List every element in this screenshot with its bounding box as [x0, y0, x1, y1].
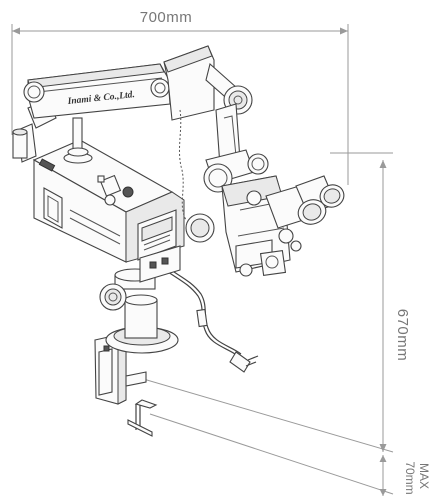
clamp-dimension: MAX 70mm	[149, 413, 431, 496]
coiled-cable	[179, 109, 187, 221]
height-label: 670mm	[394, 309, 411, 362]
table-clamp	[94, 333, 158, 437]
height-dimension: 670mm	[139, 152, 411, 453]
upper-arm-joint	[163, 45, 253, 167]
control-box	[32, 139, 185, 283]
microscope-head	[185, 149, 345, 277]
width-dimension: 700mm	[11, 9, 349, 185]
clamp-label-70mm: 70mm	[403, 461, 417, 494]
clamp-label-max: MAX	[417, 463, 431, 489]
width-label: 700mm	[140, 9, 193, 26]
base-post	[99, 268, 179, 354]
horizontal-arm: Inami & Co.,Ltd.	[23, 63, 171, 119]
power-cord	[167, 269, 259, 373]
light-pole	[63, 117, 93, 164]
